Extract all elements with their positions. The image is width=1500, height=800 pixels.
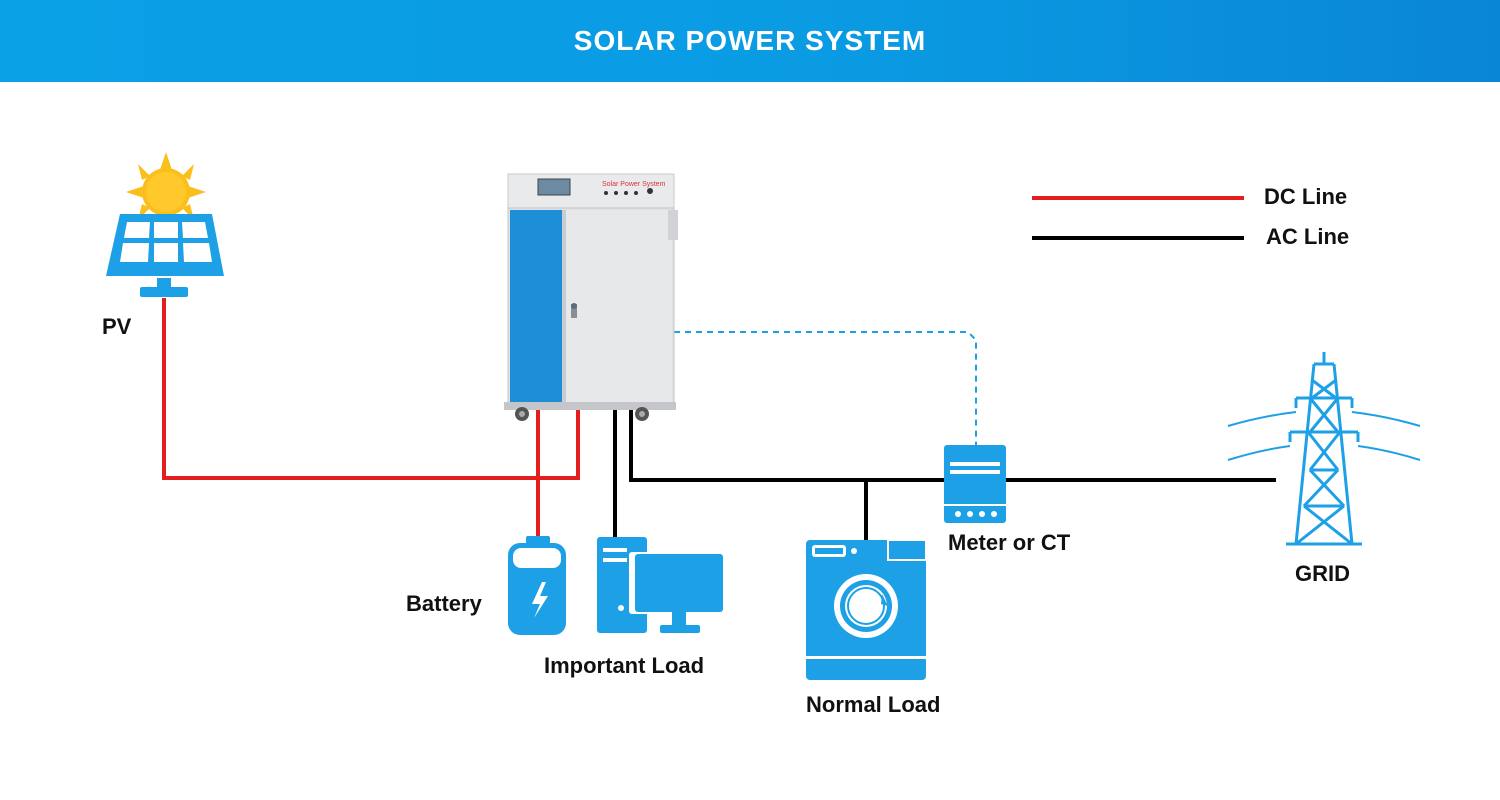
legend-dc-label: DC Line (1264, 184, 1348, 209)
meter-comm-line (674, 331, 977, 445)
inverter-panel-text: Solar Power System (602, 181, 666, 188)
washing-machine-icon (806, 539, 927, 680)
inverter-lock (571, 304, 577, 318)
inverter-cabinet: Solar Power System (504, 173, 678, 421)
battery-label: Battery (406, 591, 482, 616)
legend (1032, 196, 1244, 240)
pv-label: PV (102, 314, 132, 339)
power-transmission-tower-icon (1227, 352, 1421, 546)
normal-load-label: Normal Load (806, 692, 941, 717)
battery-icon (508, 536, 566, 635)
ac-lines (613, 408, 1276, 540)
sun-icon (126, 152, 206, 232)
legend-ac-label: AC Line (1266, 224, 1350, 249)
grid-label: GRID (1295, 561, 1350, 586)
inverter-display (537, 178, 571, 196)
dc-lines (162, 298, 580, 540)
grid-ac-line (629, 408, 1276, 482)
important-load-label: Important Load (544, 653, 705, 678)
page-title: SOLAR POWER SYSTEM (573, 25, 927, 56)
system-diagram: Solar Power System (106, 152, 1421, 680)
desktop-computer-icon (597, 537, 725, 633)
inverter-blue-side-panel (510, 210, 562, 402)
meter-label: Meter or CT (948, 530, 1071, 555)
energy-meter-icon (944, 445, 1006, 523)
header-bar: SOLAR POWER SYSTEM (0, 0, 1500, 82)
pv-dc-line (162, 298, 580, 480)
solar-panel-with-sun-icon (106, 152, 224, 297)
